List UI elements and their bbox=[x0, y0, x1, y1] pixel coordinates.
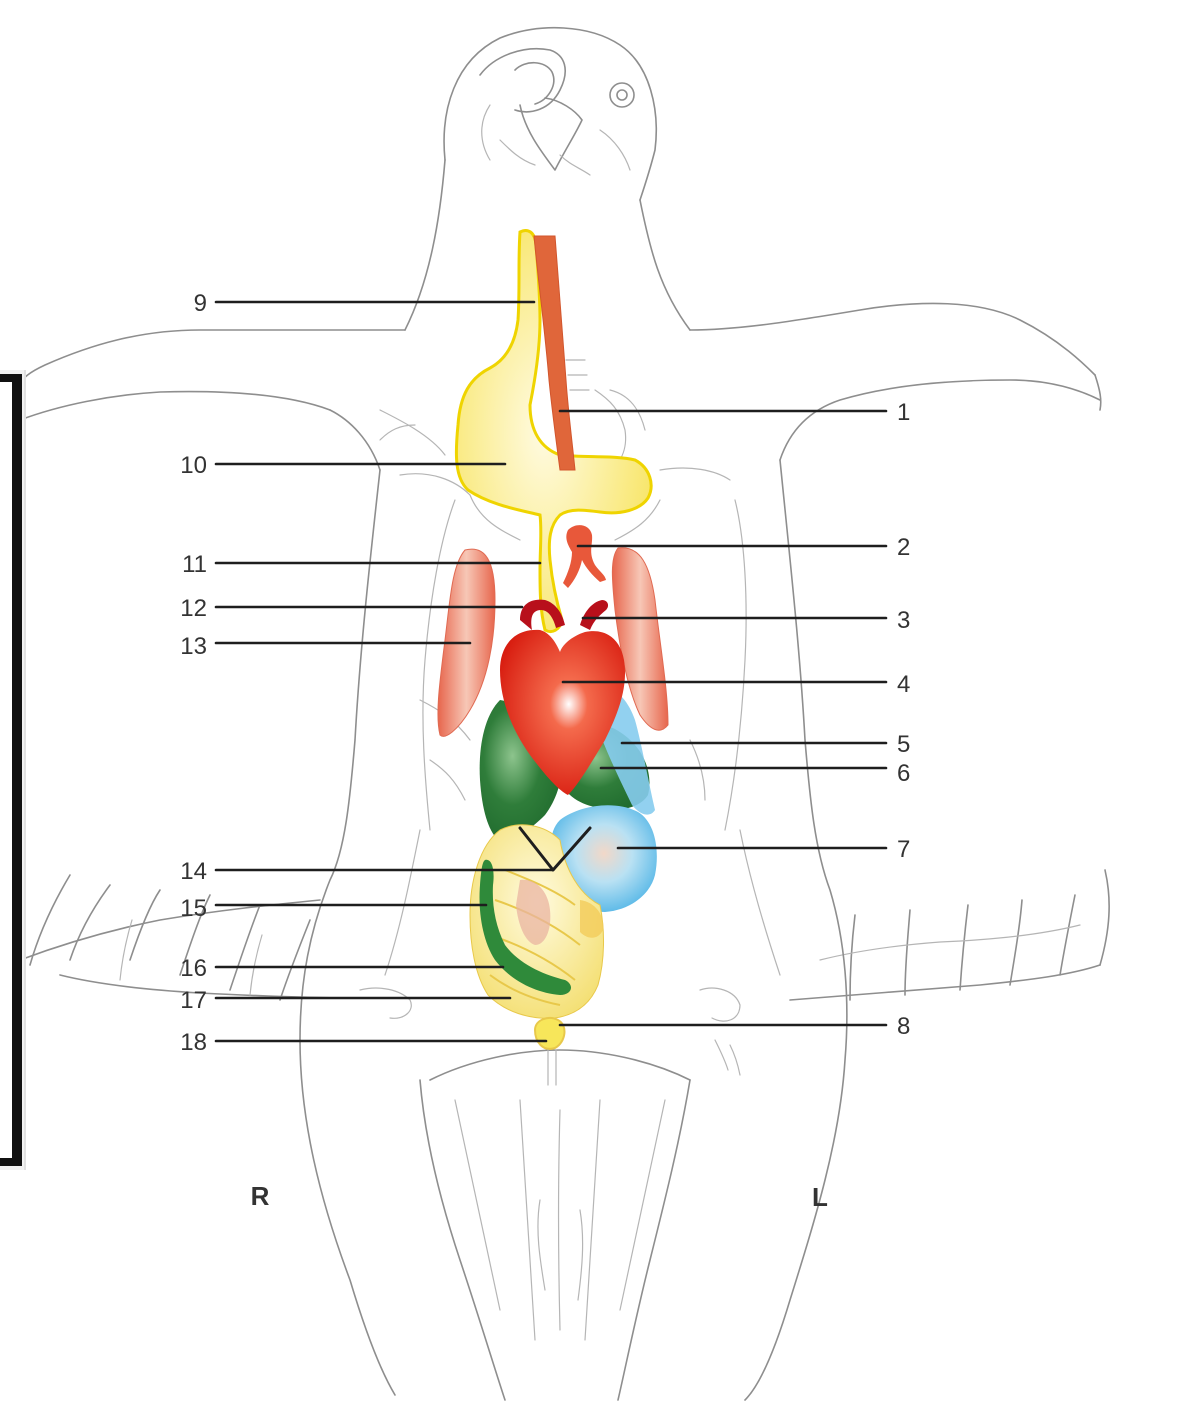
callout-2: 2 bbox=[897, 534, 910, 561]
callout-10: 10 bbox=[180, 452, 207, 479]
callout-labels-right: 1 2 3 4 5 6 7 8 bbox=[897, 399, 910, 1040]
callout-7: 7 bbox=[897, 836, 910, 863]
callout-16: 16 bbox=[180, 955, 207, 982]
callout-11: 11 bbox=[182, 551, 207, 578]
aortic-arches bbox=[520, 600, 608, 630]
cloaca bbox=[535, 1018, 564, 1049]
organs bbox=[438, 231, 668, 1085]
callout-17: 17 bbox=[180, 987, 207, 1014]
callout-labels-left: 9 10 11 12 13 14 15 16 17 18 bbox=[180, 290, 207, 1056]
callout-1: 1 bbox=[897, 399, 910, 426]
callout-15: 15 bbox=[180, 895, 207, 922]
callout-6: 6 bbox=[897, 760, 910, 787]
trachea bbox=[534, 236, 575, 470]
callout-18: 18 bbox=[180, 1029, 207, 1056]
left-frame-panel bbox=[0, 370, 26, 1170]
callout-8: 8 bbox=[897, 1013, 910, 1040]
orientation-right-label: R bbox=[251, 1181, 270, 1211]
orientation-left-label: L bbox=[812, 1182, 828, 1212]
callout-14: 14 bbox=[180, 858, 207, 885]
callout-3: 3 bbox=[897, 607, 910, 634]
callout-13: 13 bbox=[180, 633, 207, 660]
callout-4: 4 bbox=[897, 671, 910, 698]
syrinx bbox=[563, 525, 606, 588]
callout-5: 5 bbox=[897, 731, 910, 758]
callout-9: 9 bbox=[194, 290, 207, 317]
callout-12: 12 bbox=[180, 595, 207, 622]
